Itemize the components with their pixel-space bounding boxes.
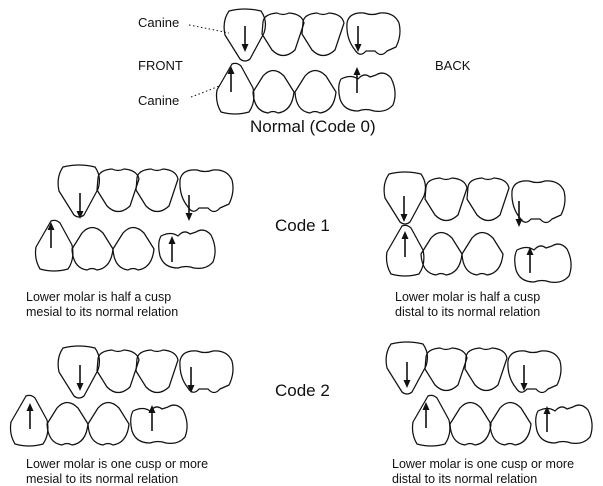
canine-label-lower: Canine — [138, 93, 179, 108]
up-arrow-icon — [544, 406, 551, 432]
lower-molar — [131, 405, 187, 443]
lower-premolar — [421, 233, 462, 276]
code2-distal-caption: Lower molar is one cusp or more distal t… — [392, 457, 574, 486]
up-arrow-icon — [402, 231, 409, 257]
normal-title: Normal (Code 0) — [250, 117, 376, 137]
upper-molar — [347, 13, 400, 55]
code2-mesial-caption: Lower molar is one cusp or more mesial t… — [26, 457, 208, 486]
caption-line: Lower molar is half a cusp — [26, 290, 178, 305]
up-arrow-icon — [169, 236, 176, 262]
code1-distal — [384, 172, 571, 282]
upper-premolar — [97, 350, 139, 393]
upper-premolar — [97, 169, 139, 212]
lower-arch — [387, 225, 572, 282]
down-arrow-icon — [521, 365, 528, 391]
upper-premolar — [425, 178, 467, 221]
upper-premolar — [425, 348, 467, 391]
up-arrow-icon — [149, 405, 156, 431]
down-arrow-icon — [401, 196, 408, 222]
down-arrow-icon — [355, 26, 362, 52]
upper-molar — [508, 351, 561, 393]
up-arrow-icon — [423, 402, 430, 428]
upper-canine — [58, 346, 99, 398]
upper-premolar — [465, 348, 507, 391]
code2-label: Code 2 — [275, 381, 330, 401]
upper-premolar — [467, 178, 509, 221]
caption-line: mesial to its normal relation — [26, 305, 178, 320]
lower-premolar — [72, 228, 113, 271]
upper-canine — [58, 165, 99, 217]
upper-arch — [58, 165, 233, 217]
lower-premolar — [88, 403, 129, 446]
upper-arch — [384, 172, 565, 224]
canine-pointer-line — [189, 25, 229, 33]
down-arrow-icon — [77, 365, 84, 391]
lower-canine — [217, 63, 254, 114]
upper-molar — [512, 181, 565, 223]
lower-arch — [11, 395, 188, 446]
normal-occlusion — [189, 9, 400, 114]
lower-premolar — [450, 403, 491, 446]
upper-premolar — [262, 13, 304, 56]
caption-line: Lower molar is one cusp or more — [392, 457, 574, 472]
lower-arch — [217, 63, 396, 114]
upper-molar — [180, 351, 233, 393]
lower-canine — [413, 395, 450, 446]
upper-premolar — [136, 169, 178, 212]
upper-arch — [58, 346, 233, 398]
code2-mesial — [11, 346, 234, 446]
upper-premolar — [136, 350, 178, 393]
down-arrow-icon — [77, 193, 84, 219]
upper-arch — [386, 342, 561, 394]
code1-label: Code 1 — [275, 216, 330, 236]
upper-molar — [180, 170, 233, 212]
lower-premolar — [490, 403, 531, 446]
lower-premolar — [253, 71, 294, 114]
lower-molar — [536, 405, 592, 443]
caption-line: Lower molar is half a cusp — [395, 290, 540, 305]
lower-premolar — [47, 403, 88, 446]
canine-pointer-line — [191, 86, 219, 97]
up-arrow-icon — [527, 247, 534, 273]
lower-canine — [36, 220, 73, 271]
lower-molar — [159, 230, 215, 268]
down-arrow-icon — [404, 362, 411, 388]
upper-arch — [224, 9, 400, 61]
back-label: BACK — [435, 58, 470, 73]
down-arrow-icon — [242, 26, 249, 52]
lower-premolar — [113, 228, 154, 271]
lower-premolar — [295, 71, 336, 114]
up-arrow-icon — [354, 67, 361, 93]
caption-line: distal to its normal relation — [395, 305, 540, 320]
upper-premolar — [302, 13, 344, 56]
code1-mesial-caption: Lower molar is half a cusp mesial to its… — [26, 290, 178, 319]
code2-distal — [386, 342, 592, 446]
down-arrow-icon — [186, 195, 193, 221]
lower-molar — [339, 73, 395, 111]
lower-molar — [515, 244, 571, 282]
lower-arch — [413, 395, 593, 446]
canine-label-upper: Canine — [138, 15, 179, 30]
lower-arch — [36, 220, 216, 271]
code1-distal-caption: Lower molar is half a cusp distal to its… — [395, 290, 540, 319]
caption-line: Lower molar is one cusp or more — [26, 457, 208, 472]
code1-mesial — [36, 165, 234, 271]
lower-premolar — [462, 233, 503, 276]
up-arrow-icon — [27, 403, 34, 429]
front-label: FRONT — [138, 58, 183, 73]
